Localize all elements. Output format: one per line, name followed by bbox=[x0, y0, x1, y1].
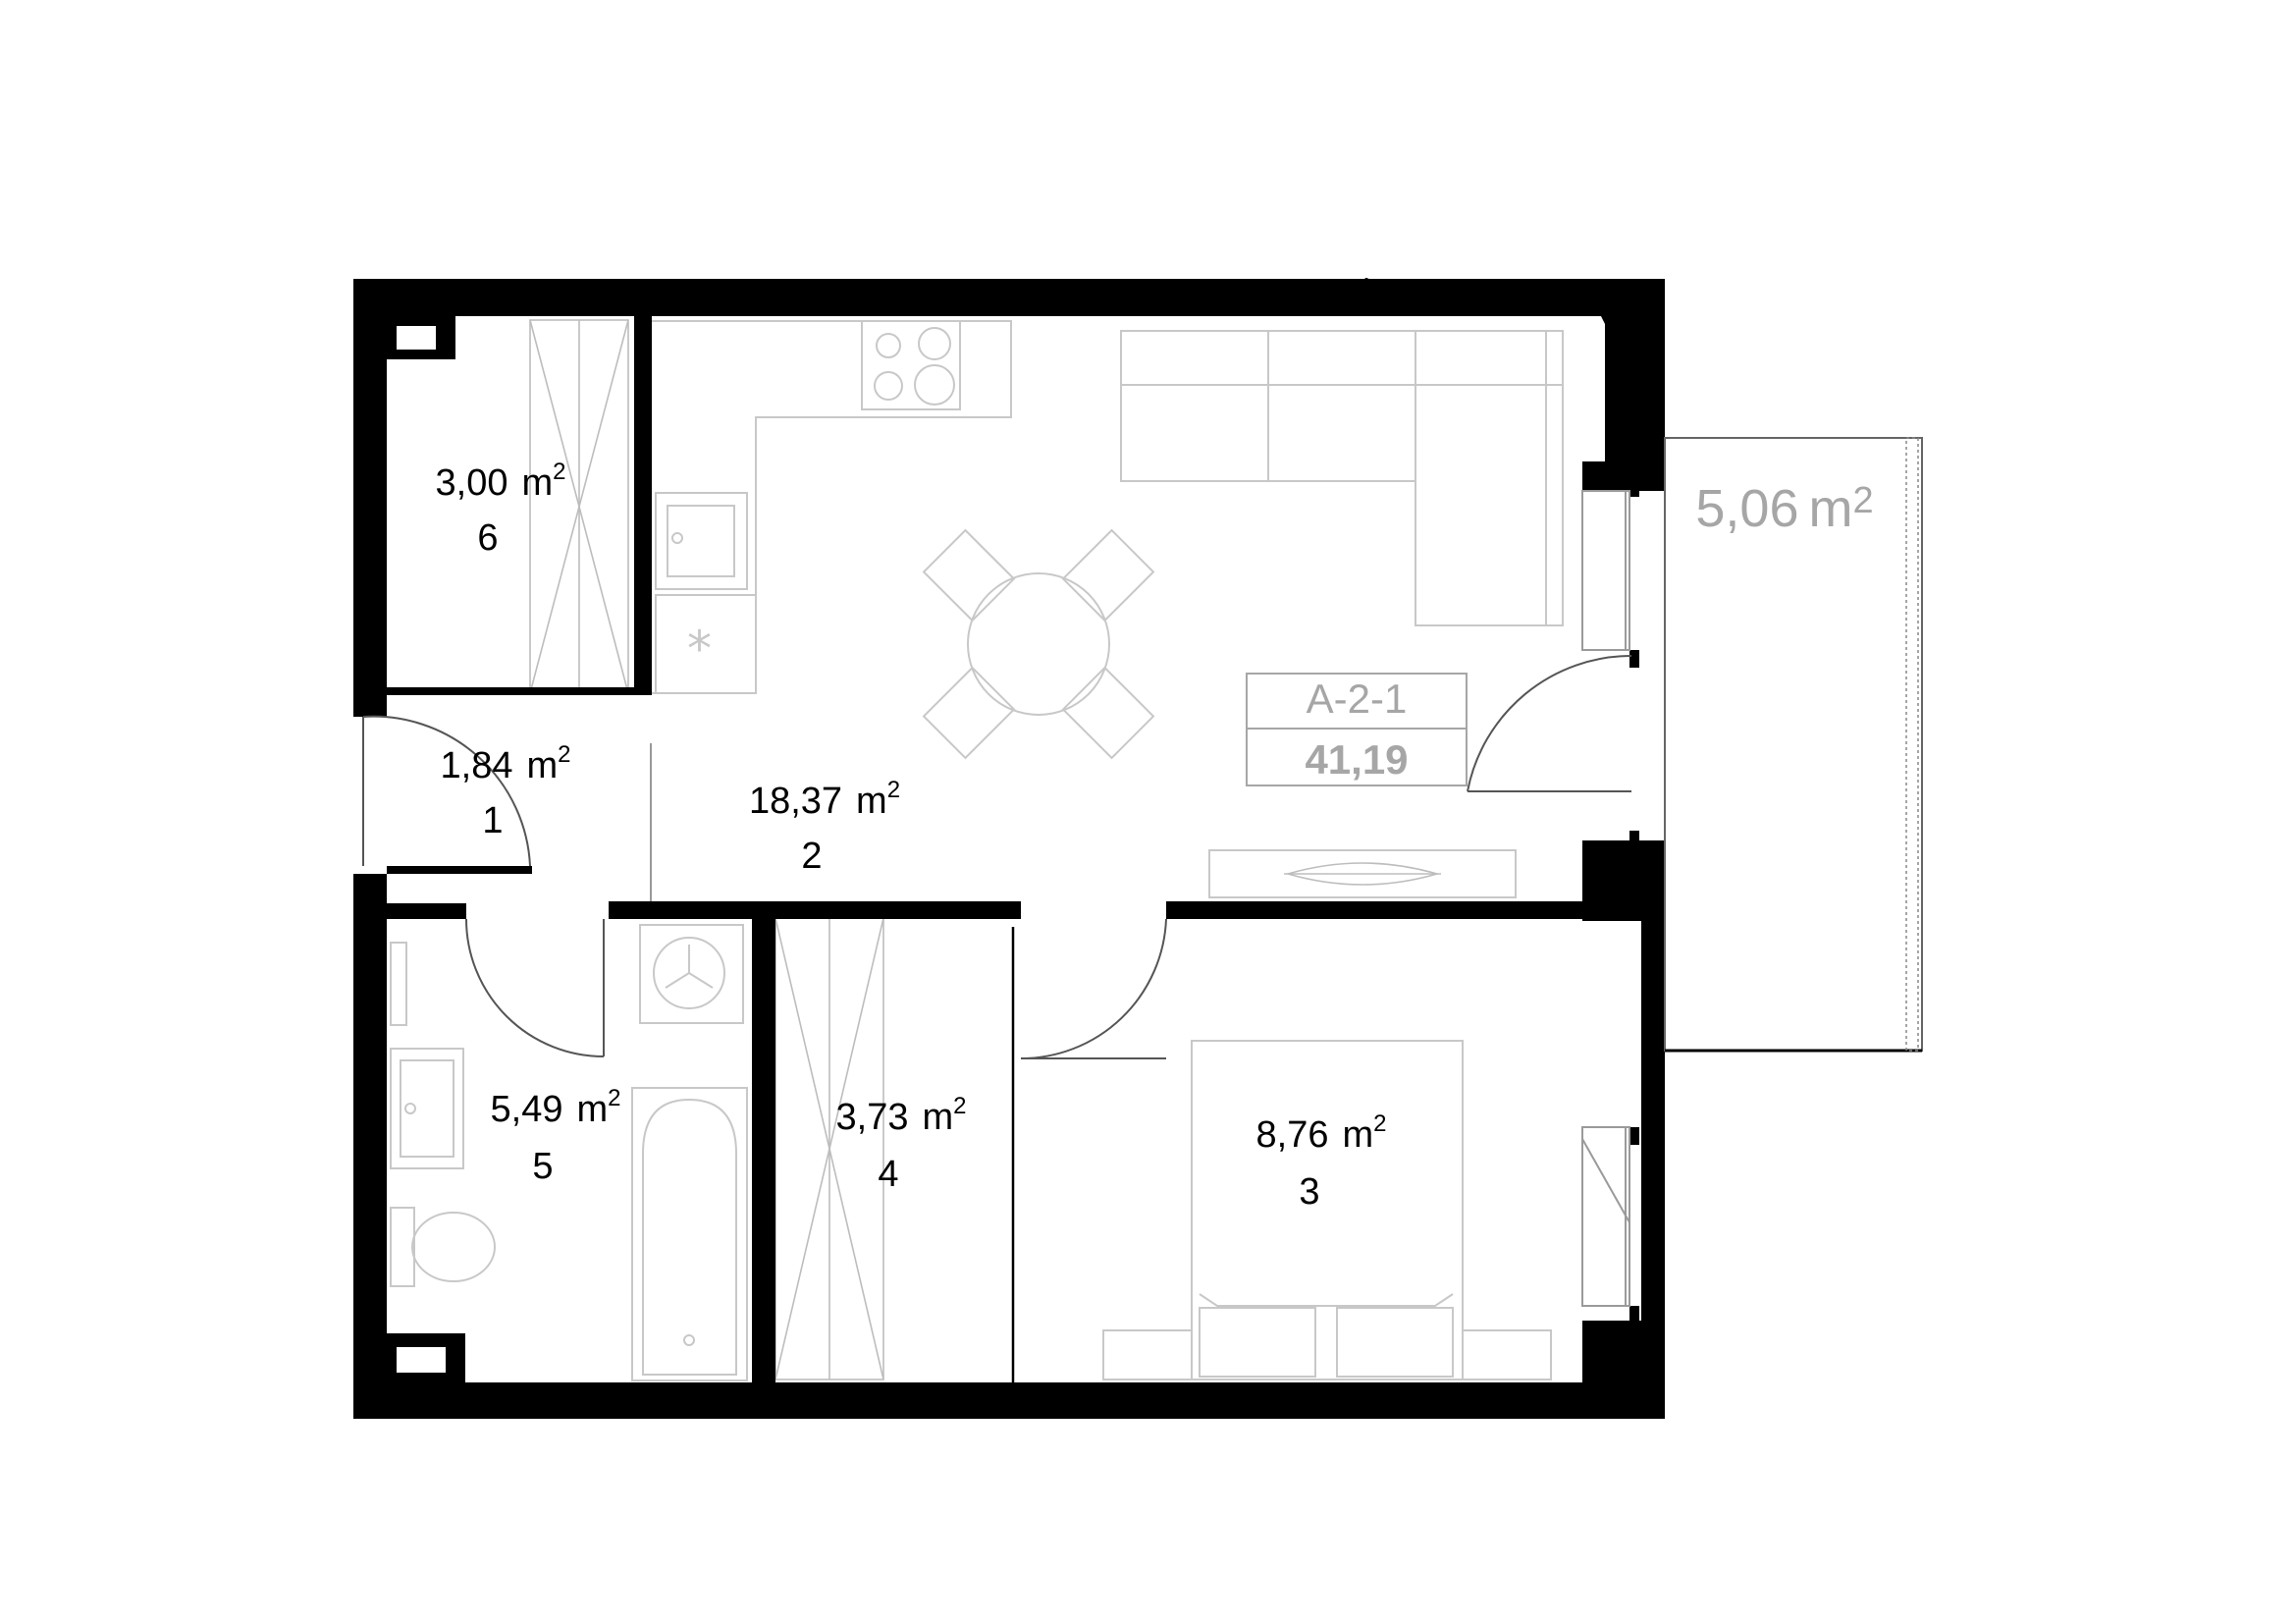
room-label-4: 3,73 m2 4 bbox=[836, 1093, 967, 1195]
room-area-exponent: 2 bbox=[608, 1085, 620, 1111]
dining-table-icon bbox=[922, 528, 1155, 760]
room-label-1: 1,84 m2 1 bbox=[441, 741, 571, 841]
room-number: 6 bbox=[477, 517, 498, 559]
room-label-5: 5,49 m2 5 bbox=[491, 1085, 621, 1187]
room-number: 3 bbox=[1299, 1171, 1319, 1213]
room-area-unit: m bbox=[526, 745, 558, 786]
furniture: * bbox=[390, 319, 1564, 1381]
room-label-6: 3,00 m2 6 bbox=[436, 459, 566, 559]
room-number: 4 bbox=[878, 1154, 898, 1195]
walls bbox=[353, 279, 1665, 1419]
room-area-unit: m bbox=[1342, 1114, 1373, 1156]
room-label-2: 18,37 m2 2 bbox=[749, 777, 900, 877]
room-area-exponent: 2 bbox=[558, 741, 570, 768]
room-area-unit: m bbox=[576, 1089, 608, 1130]
room-area-value: 3,00 bbox=[436, 462, 508, 504]
toilet-icon bbox=[390, 1207, 496, 1287]
wardrobe-6 bbox=[529, 319, 629, 694]
balcony-area-value: 5,06 bbox=[1695, 479, 1798, 538]
washbasin-icon bbox=[390, 1048, 464, 1169]
washing-machine-icon bbox=[639, 924, 744, 1024]
room-label-3: 8,76 m2 3 bbox=[1256, 1110, 1387, 1213]
balcony bbox=[1664, 437, 1923, 1053]
wardrobe-4 bbox=[774, 917, 884, 1380]
unit-tag: A-2-1 41,19 bbox=[1246, 673, 1468, 786]
sofa-icon bbox=[1120, 330, 1564, 626]
unit-code: A-2-1 bbox=[1307, 676, 1408, 722]
room-area-exponent: 2 bbox=[953, 1093, 966, 1119]
partitions bbox=[650, 743, 1015, 1382]
room-area-value: 18,37 bbox=[749, 781, 842, 822]
room-area-value: 3,73 bbox=[836, 1097, 909, 1138]
room-area-exponent: 2 bbox=[553, 459, 565, 485]
room-area-unit: m bbox=[856, 781, 887, 822]
doors bbox=[362, 655, 1632, 1060]
cooktop-icon bbox=[861, 320, 961, 410]
room-area-value: 8,76 bbox=[1256, 1114, 1329, 1156]
windows bbox=[1326, 277, 1630, 1307]
room-number: 2 bbox=[801, 836, 822, 877]
bathtub-icon bbox=[631, 1087, 748, 1381]
sink-icon bbox=[655, 492, 748, 590]
room-area-value: 5,49 bbox=[491, 1089, 563, 1130]
room-number: 1 bbox=[482, 800, 503, 841]
room-area-exponent: 2 bbox=[1373, 1110, 1386, 1137]
room-area-value: 1,84 bbox=[441, 745, 513, 786]
asterisk-icon: * bbox=[687, 621, 712, 677]
room-area-unit: m bbox=[922, 1097, 953, 1138]
room-area-unit: m bbox=[521, 462, 553, 504]
balcony-area-unit: m bbox=[1808, 479, 1852, 538]
room-area-exponent: 2 bbox=[887, 777, 900, 803]
balcony-area-exponent: 2 bbox=[1852, 480, 1873, 521]
unit-total-area: 41,19 bbox=[1305, 736, 1408, 783]
room-number: 5 bbox=[532, 1146, 553, 1187]
bed-icon bbox=[1102, 1040, 1552, 1380]
